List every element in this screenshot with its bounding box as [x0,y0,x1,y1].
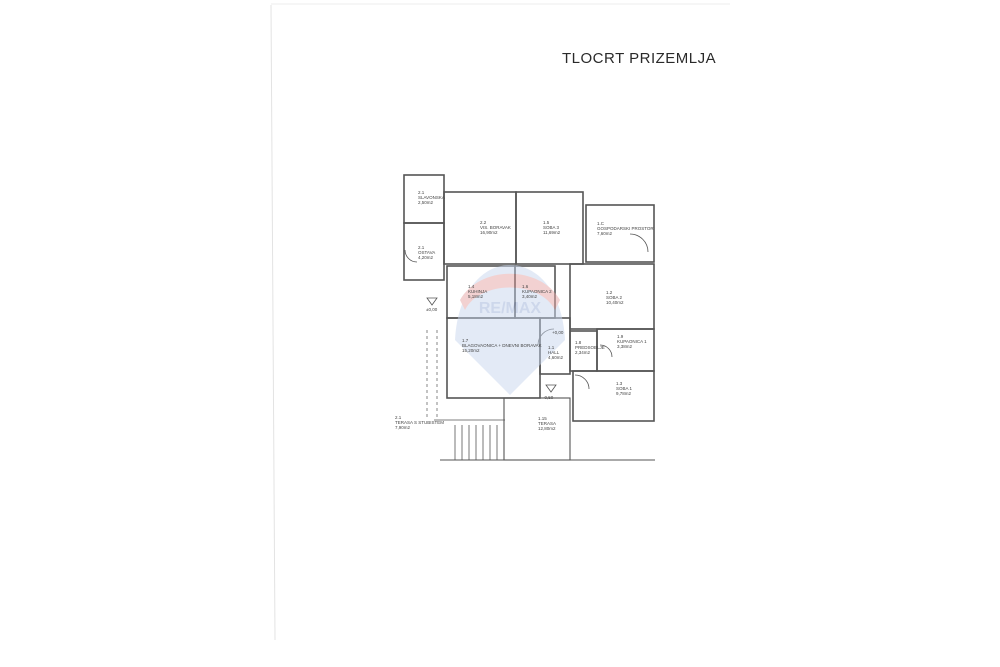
room-1.c-area: 7,60m2 [597,231,613,236]
room-2.1a-area: 2,50m2 [418,200,434,205]
room-1.9-name: KUPAONICA 1 [617,339,647,344]
room-2.2-name: VIS. BORAVAK [480,225,511,230]
room-1.5-number: 1.5 [543,220,550,225]
room-1.3-name: SOBA 1 [616,386,633,391]
balloon-shape [455,265,565,395]
wall-kupaonica-1 [596,328,655,372]
room-1.c-name: GOSPODARSKI PROSTOR [597,226,654,231]
level-mark-2: +0,00 [552,330,564,335]
room-labels: 2.1 SLAVONSKA 2,50m2 2.2 VIS. BORAVAK 16… [395,190,654,431]
staircase [434,419,505,460]
scan-edge-left [270,4,276,641]
room-1.6-name: KUPAONICA 2 [522,289,552,294]
room-1.7-number: 1.7 [462,338,469,343]
wall-gospodarski-prostor [585,204,655,263]
room-2.1b-name: OSTAVA [418,250,435,255]
room-2.1a-number: 2.1 [418,190,425,195]
room-2.t-number: 2.1 [395,415,402,420]
room-1.c-number: 1.C [597,221,605,226]
room-1.9-area: 3,38m2 [617,344,633,349]
wall-terasa [503,397,571,461]
room-1.8-area: 2,34m2 [575,350,591,355]
room-1.6-number: 1.6 [522,284,529,289]
room-2.t-area: 7,90m2 [395,425,411,430]
level-mark-3: -0,50 [543,395,554,400]
room-1.4-area: 5,18m2 [468,294,484,299]
room-2.1b-area: 4,20m2 [418,255,434,260]
room-2.t-name: TERASA S STUBISTEM [395,420,444,425]
level-triangle-2 [545,384,557,393]
room-1.15-number: 1.15 [538,416,547,421]
room-1.15-area: 12,80m2 [538,426,556,431]
door-swing-4 [599,344,613,358]
room-2.2-area: 16,90m2 [480,230,498,235]
remax-watermark: RE/MAX [455,265,565,395]
door-swing-3 [574,374,590,390]
room-2.1b-number: 2.1 [418,245,425,250]
wall-soba-3 [515,191,584,265]
room-1.3-number: 1.3 [616,381,623,386]
room-1.7-area: 15,20m2 [462,348,480,353]
room-1.5-name: SOBA 3 [543,225,560,230]
wall-soba-1 [572,370,655,422]
watermark-text: RE/MAX [479,300,542,317]
room-1.15-name: TERASA [538,421,556,426]
room-1.2-number: 1.2 [606,290,613,295]
room-1.2-name: SOBA 2 [606,295,623,300]
room-1.1-area: 4,60m2 [548,355,564,360]
room-1.1-number: 1.1 [548,345,555,350]
room-1.6-area: 3,40m2 [522,294,538,299]
room-1.4-number: 1.4 [468,284,475,289]
room-2.2-number: 2.2 [480,220,487,225]
room-1.7-name: BLAGOVAONICA + DNEVNI BORAVAK [462,343,542,348]
room-1.1-name: HALL [548,350,560,355]
level-mark-1: ±0,00 [426,307,438,312]
room-1.3-area: 9,78m2 [616,391,632,396]
balloon-stripe-red [460,273,560,310]
room-1.9-number: 1.9 [617,334,624,339]
room-1.4-name: KUHINJA [468,289,487,294]
room-1.8-name: PREDSOBLJE [575,345,605,350]
room-1.2-area: 10,40m2 [606,300,624,305]
page-title: TLOCRT PRIZEMLJA [562,50,717,67]
door-swing-1 [629,233,649,253]
door-swing-5 [404,249,418,263]
room-1.5-area: 11,69m2 [543,230,561,235]
level-triangle-1 [426,297,438,306]
room-1.8-number: 1.8 [575,340,582,345]
room-2.1a-name: SLAVONSKA [418,195,445,200]
